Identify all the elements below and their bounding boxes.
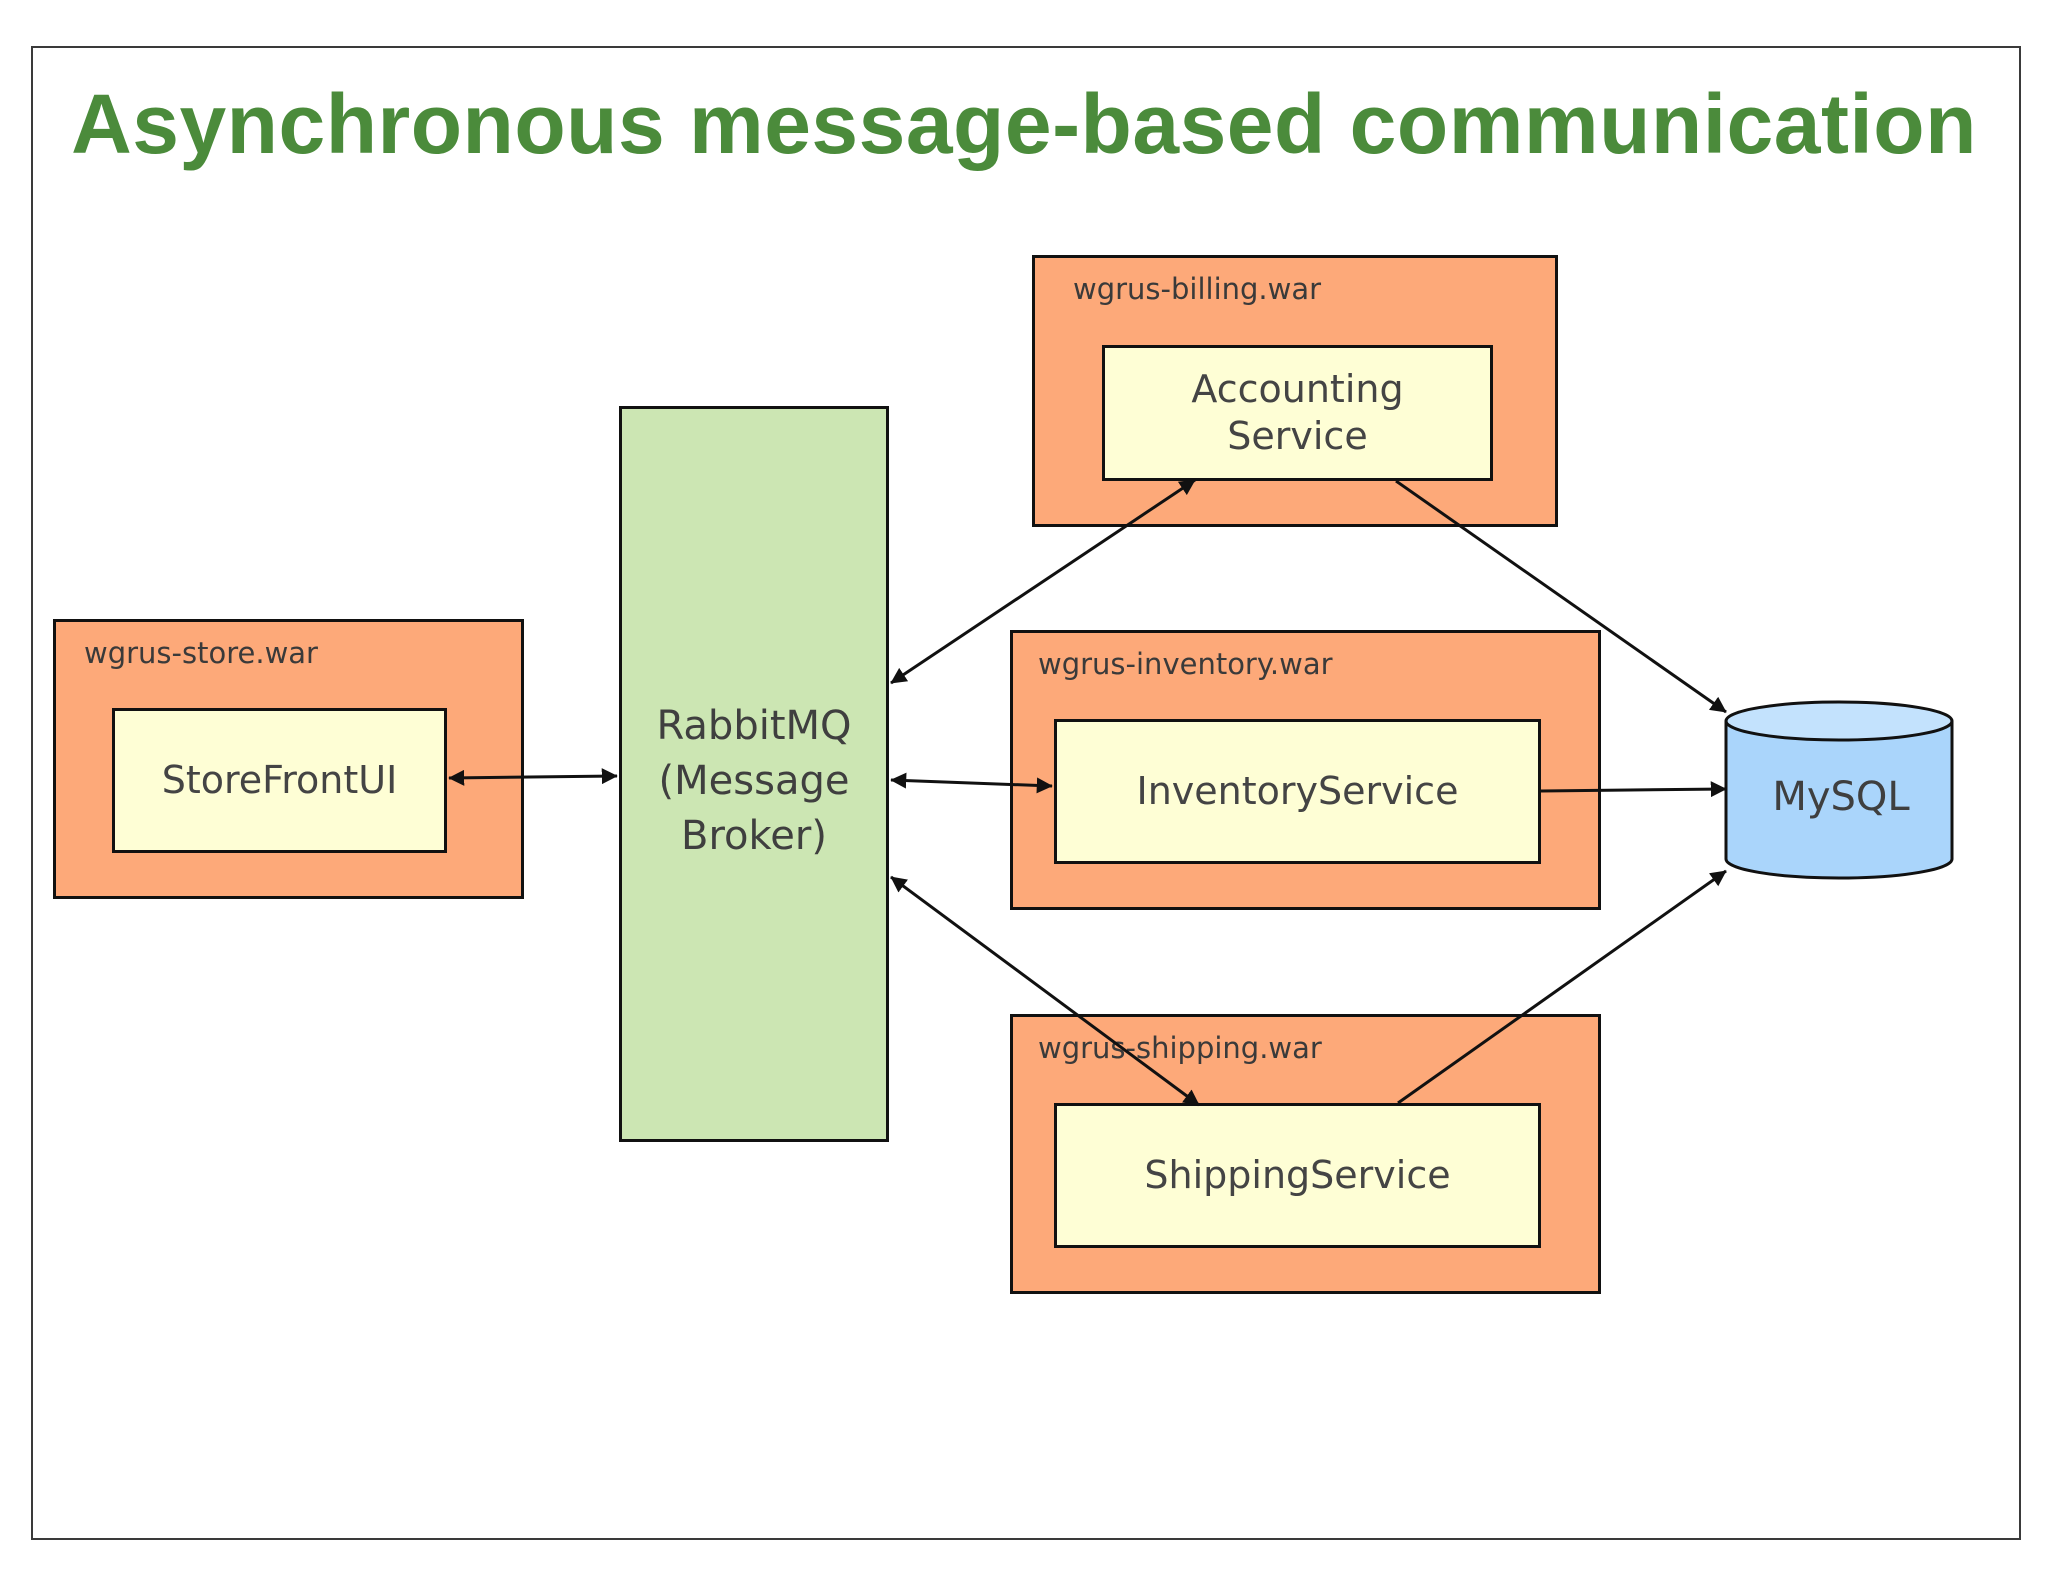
shipping-service-box: ShippingService [1054, 1103, 1541, 1248]
edge-storefront-broker [448, 768, 618, 786]
edge-broker-inventory [890, 772, 1053, 794]
mysql-label: MySQL [1772, 774, 1910, 820]
edge-broker-shipping [890, 875, 1200, 1107]
message-broker-label: RabbitMQ (Message Broker) [656, 703, 852, 860]
billing-war-label: wgrus-billing.war [1073, 272, 1322, 306]
page-title: Asynchronous message-based communication [71, 77, 1977, 171]
message-broker-box: RabbitMQ (Message Broker) [619, 406, 889, 1142]
storefront-ui-box: StoreFrontUI [112, 708, 447, 853]
accounting-service-box: Accounting Service [1102, 345, 1493, 481]
edge-inventory-mysql [1540, 781, 1727, 798]
store-war-label: wgrus-store.war [84, 636, 318, 670]
inventory-service-box: InventoryService [1054, 719, 1541, 864]
edge-shipping-mysql [1397, 869, 1727, 1105]
edge-accounting-mysql [1395, 479, 1727, 714]
edge-broker-accounting [890, 478, 1196, 685]
mysql-database-icon [1724, 700, 1954, 880]
